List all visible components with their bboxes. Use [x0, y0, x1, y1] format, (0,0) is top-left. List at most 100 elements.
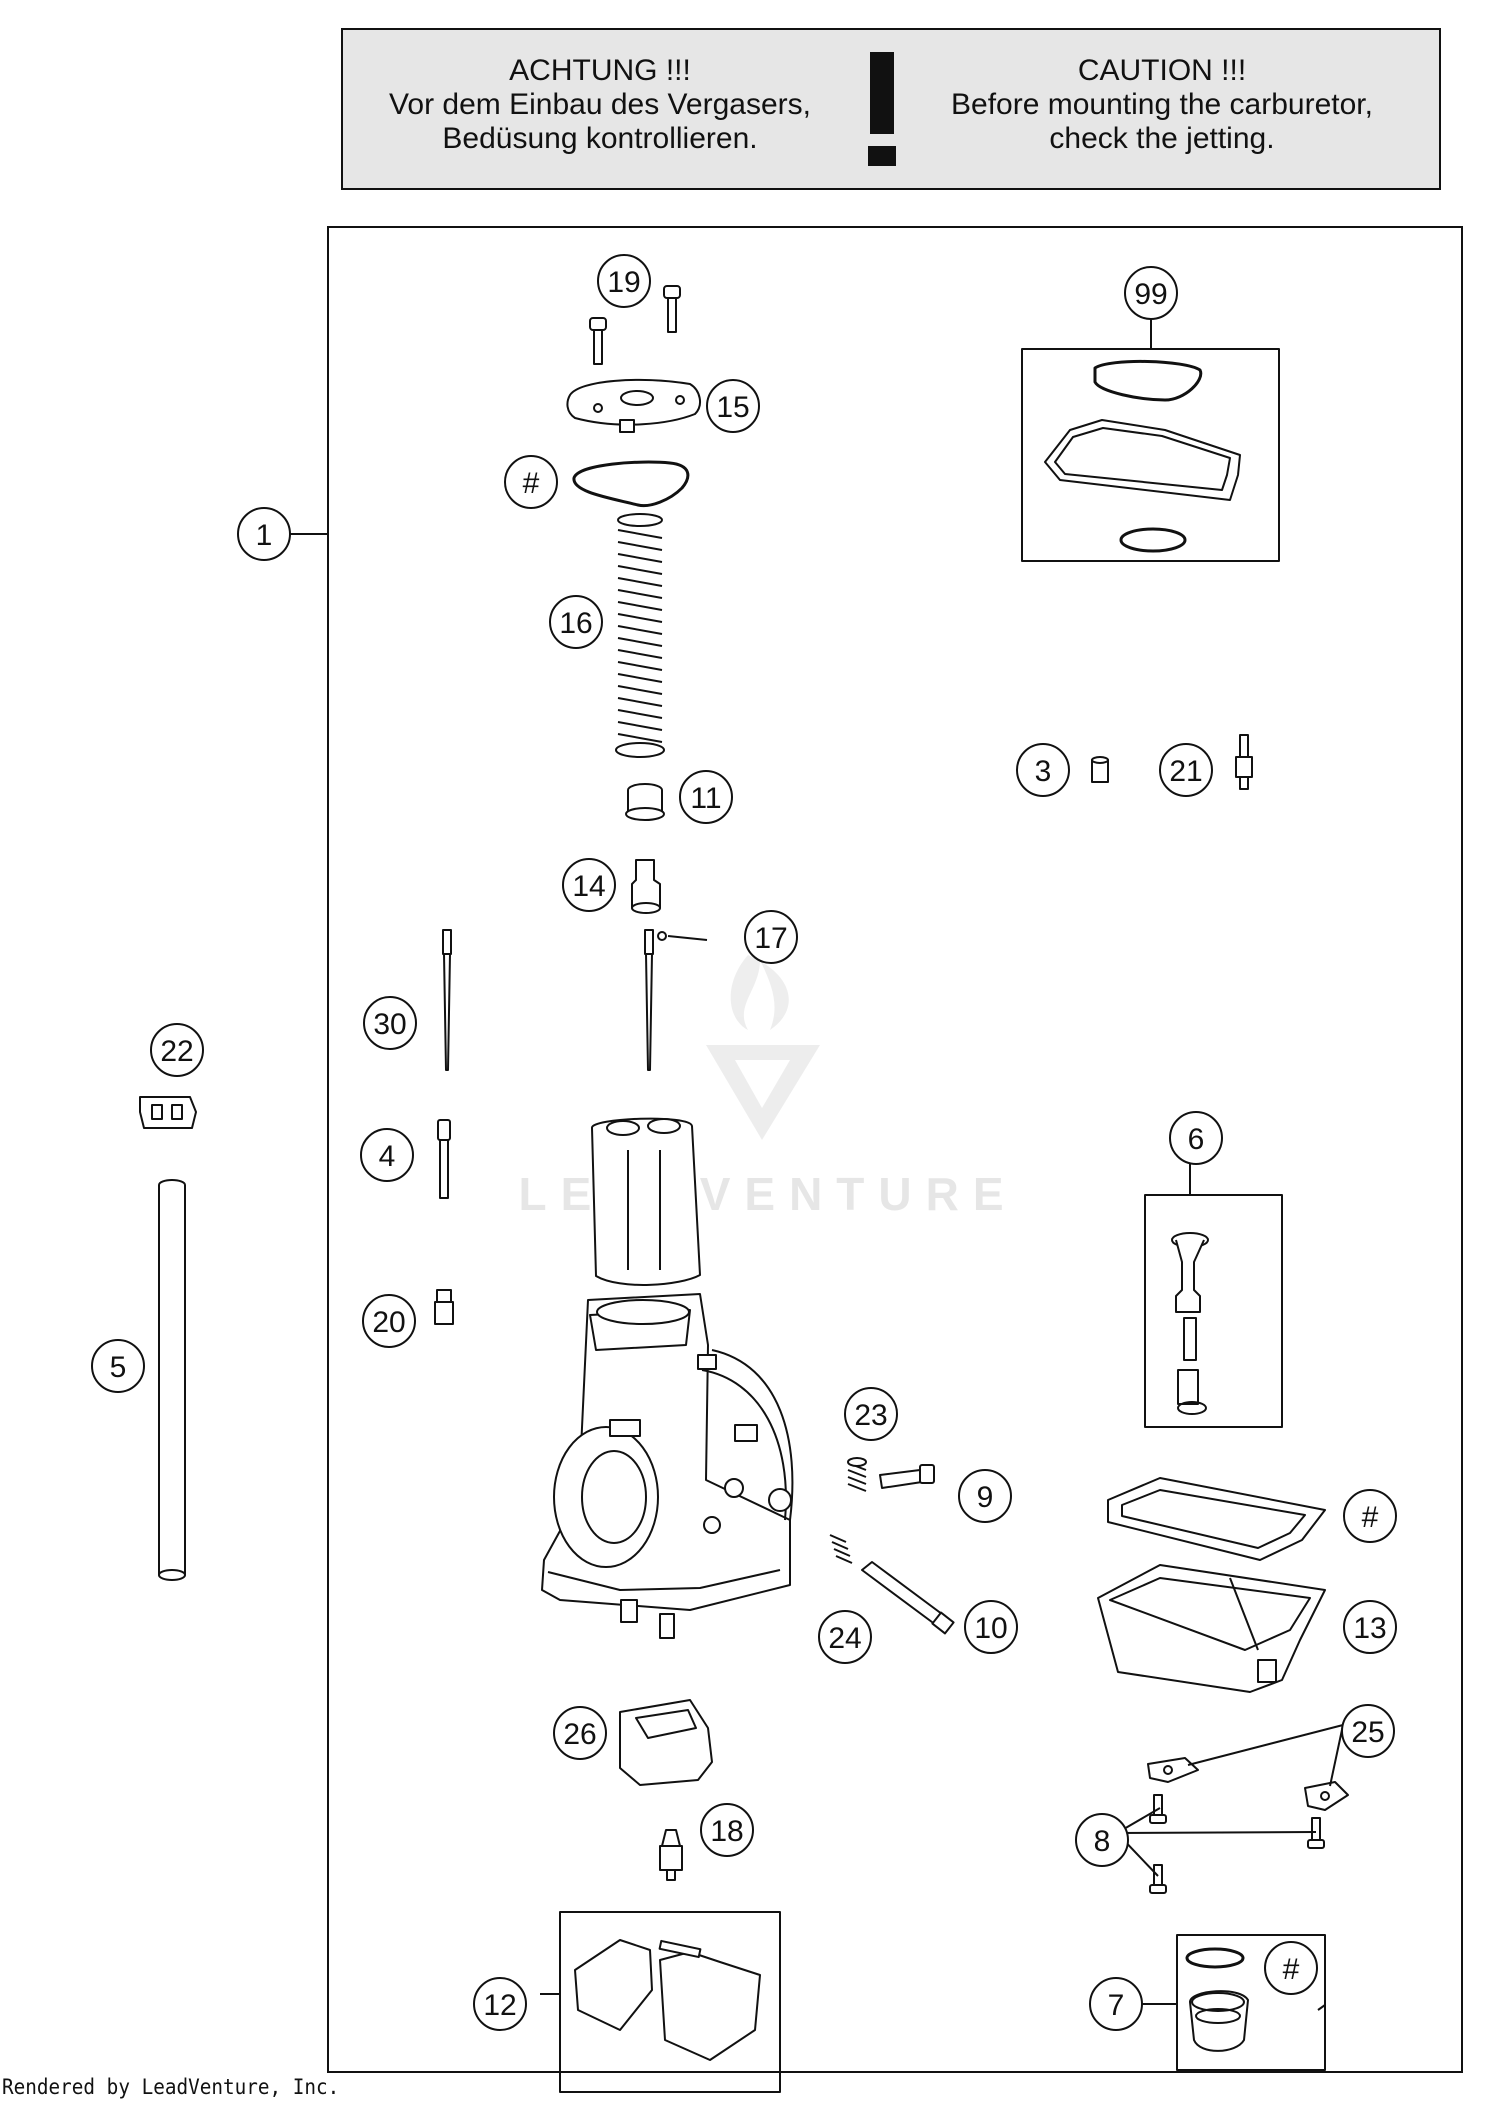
callout-25: 25 [1341, 1704, 1395, 1758]
callout-16: 16 [549, 595, 603, 649]
float-12-part [574, 1939, 761, 2061]
callout-21: 21 [1159, 743, 1213, 797]
callout-20: 20 [362, 1294, 416, 1348]
exclamation-icon [868, 52, 896, 166]
callout-5: 5 [91, 1339, 145, 1393]
svg-text:30: 30 [373, 1008, 406, 1041]
warning-en-line1: Before mounting the carburetor, [951, 88, 1373, 121]
throttle-screw-10-part [861, 1561, 955, 1635]
choke-6-part [1171, 1232, 1209, 1415]
idle-screw-9-part [879, 1464, 935, 1489]
cover-26-part [619, 1699, 713, 1786]
svg-text:9: 9 [977, 1481, 994, 1514]
svg-text:25: 25 [1351, 1716, 1384, 1749]
svg-text:1: 1 [256, 519, 273, 552]
callout-hash-plug: # [1264, 1941, 1318, 1995]
callout-17: 17 [744, 910, 798, 964]
svg-text:21: 21 [1169, 755, 1202, 788]
needle-30-part [442, 929, 452, 1071]
svg-text:4: 4 [379, 1140, 396, 1173]
callout-8: 8 [1075, 1813, 1129, 1867]
needle-17-part [644, 929, 667, 1071]
callout-3: 3 [1016, 743, 1070, 797]
callout-hash-cap: # [504, 455, 558, 509]
screw-19-part [589, 285, 681, 365]
callout-6: 6 [1169, 1111, 1223, 1165]
jet-21-part [1235, 734, 1253, 790]
svg-text:18: 18 [710, 1815, 743, 1848]
footer-credit: Rendered by LeadVenture, Inc. [2, 2075, 340, 2099]
warning-en-line2: check the jetting. [1049, 122, 1274, 155]
assembly-frame [327, 226, 1463, 2073]
svg-text:19: 19 [607, 266, 640, 299]
warning-en-title: CAUTION !!! [1078, 54, 1246, 87]
svg-text:6: 6 [1188, 1123, 1205, 1156]
carburetor-body-part [541, 1293, 794, 1639]
drain-plug-7-part [1185, 1947, 1249, 2052]
callout-24: 24 [818, 1610, 872, 1664]
screw-8-part [1149, 1794, 1325, 1894]
svg-text:11: 11 [690, 782, 721, 815]
svg-text:3: 3 [1035, 755, 1052, 788]
callout-4: 4 [360, 1128, 414, 1182]
float-valve-18-part [659, 1829, 683, 1881]
spring-16-part [615, 513, 665, 758]
callout-22: 22 [150, 1023, 204, 1077]
callout-11: 11 [679, 770, 733, 824]
top-cap-15-part [566, 378, 702, 433]
cap-gasket-part [572, 460, 690, 508]
svg-text:16: 16 [559, 607, 592, 640]
callout-26: 26 [553, 1706, 607, 1760]
callout-30: 30 [363, 996, 417, 1050]
svg-text:15: 15 [716, 391, 749, 424]
plate-25-part [1147, 1757, 1349, 1811]
svg-text:26: 26 [563, 1718, 596, 1751]
svg-text:20: 20 [372, 1306, 405, 1339]
needle-holder-14-part [631, 859, 661, 914]
callout-12: 12 [473, 1977, 527, 2031]
drain-plug-box [1176, 1934, 1326, 2071]
warning-de-title: ACHTUNG !!! [509, 54, 691, 87]
warning-box: ACHTUNG !!! Vor dem Einbau des Vergasers… [341, 28, 1441, 190]
float-box [559, 1911, 781, 2093]
svg-text:10: 10 [974, 1612, 1007, 1645]
svg-text:99: 99 [1134, 278, 1167, 311]
svg-text:23: 23 [854, 1399, 887, 1432]
svg-text:14: 14 [572, 870, 605, 903]
jet-3-part [1091, 756, 1109, 783]
seal-11-part [625, 783, 665, 821]
hose-5-part [158, 1179, 186, 1581]
svg-text:17: 17 [754, 922, 787, 955]
callout-18: 18 [700, 1803, 754, 1857]
callout-7: 7 [1089, 1977, 1143, 2031]
float-bowl-gasket-part [1107, 1477, 1326, 1561]
float-bowl-13-part [1097, 1564, 1326, 1693]
jet-4-part [437, 1119, 451, 1199]
svg-text:13: 13 [1353, 1612, 1386, 1645]
svg-text:5: 5 [110, 1351, 127, 1384]
svg-text:#: # [1362, 1501, 1379, 1534]
throttle-slide-part [590, 1117, 701, 1286]
svg-text:22: 22 [160, 1035, 193, 1068]
warning-de-line1: Vor dem Einbau des Vergasers, [389, 88, 811, 121]
callout-13: 13 [1343, 1600, 1397, 1654]
callout-1: 1 [237, 507, 291, 561]
choke-box [1144, 1194, 1283, 1428]
svg-text:#: # [523, 467, 540, 500]
warning-de-line2: Bedüsung kontrollieren. [442, 122, 757, 155]
callout-9: 9 [958, 1469, 1012, 1523]
clip-22-part [139, 1096, 197, 1129]
svg-text:8: 8 [1094, 1825, 1111, 1858]
svg-text:24: 24 [828, 1622, 861, 1655]
callout-99: 99 [1124, 266, 1178, 320]
callout-15: 15 [706, 379, 760, 433]
svg-text:12: 12 [483, 1989, 516, 2022]
callouts: 1 19 15 # 16 11 14 17 30 22 4 20 5 99 3 … [91, 254, 1397, 2031]
seal-kit-99-part [1044, 359, 1241, 553]
callout-hash-bowl: # [1343, 1489, 1397, 1543]
svg-text:7: 7 [1108, 1989, 1125, 2022]
callout-10: 10 [964, 1600, 1018, 1654]
callout-14: 14 [562, 858, 616, 912]
callout-19: 19 [597, 254, 651, 308]
